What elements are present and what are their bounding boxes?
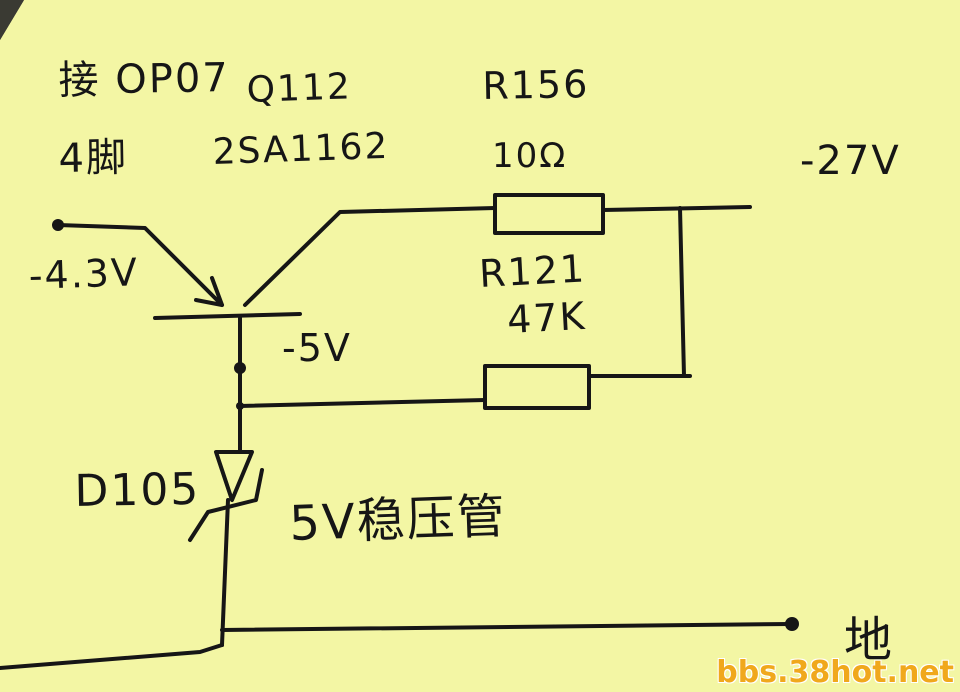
label-ground: 地 [844, 612, 895, 668]
label-r156-value: 10Ω [492, 136, 568, 176]
table-edge [0, 0, 24, 40]
label-supply-voltage: -27V [800, 138, 901, 184]
bottom-wire [0, 643, 224, 670]
zener-diode-triangle [214, 450, 254, 502]
label-node-voltage: -5V [282, 326, 352, 370]
label-r156-name: R156 [482, 62, 590, 108]
node-dot-5v [234, 362, 246, 374]
tie-wire [678, 206, 686, 378]
resistor-r121 [483, 364, 591, 410]
label-pin-4: 4脚 [58, 134, 129, 182]
ground-terminal [785, 617, 799, 631]
label-diode-description: 5V稳压管 [288, 488, 508, 552]
resistor-r156 [493, 193, 605, 235]
ground-wire [220, 622, 792, 632]
transistor-base-bar [153, 312, 302, 320]
label-diode-name: D105 [74, 463, 201, 517]
label-input-voltage: -4.3V [28, 250, 140, 298]
label-connect-op07: 接 OP07 [58, 55, 231, 104]
supply-wire [601, 205, 752, 212]
input-wire [56, 223, 224, 307]
watermark: bbs.38hot.net [716, 655, 954, 690]
label-r121-name: R121 [478, 246, 588, 296]
diode-lower-wire [220, 498, 230, 647]
label-transistor-name: Q112 [246, 66, 353, 111]
r121-left-wire [238, 398, 487, 408]
collector-wire [243, 206, 497, 307]
node-dot-r121 [236, 402, 244, 410]
zener-diode-bar [188, 468, 264, 542]
emitter-arrow [194, 276, 224, 307]
label-r121-value: 47K [506, 293, 588, 342]
label-transistor-model: 2SA1162 [212, 125, 390, 173]
